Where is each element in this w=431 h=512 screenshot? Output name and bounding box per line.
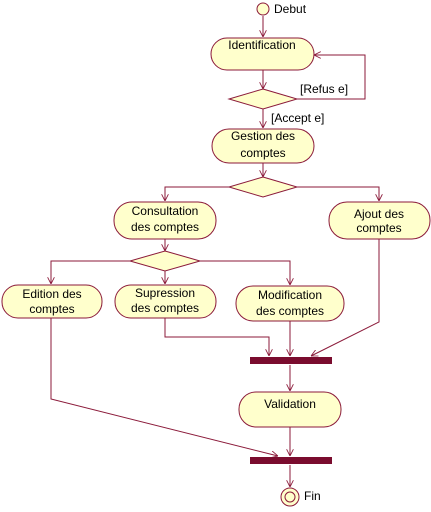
gestion-decision: [227, 176, 299, 198]
edition-label-1: Edition des: [22, 287, 81, 301]
edge-to-edition: [51, 260, 130, 284]
join-bar-1: [250, 357, 332, 364]
edge-to-modification: [200, 260, 290, 285]
join-bar-2: [250, 457, 332, 464]
modification-label-1: Modification: [258, 288, 322, 302]
ajout-activity: [328, 201, 431, 240]
suppression-label-2: des comptes: [131, 301, 199, 315]
start-label: Debut: [274, 2, 307, 16]
validation-label: Validation: [264, 397, 316, 411]
gestion-label-1: Gestion des: [231, 129, 295, 143]
edge-edition-join: [50, 318, 278, 456]
identification-label: Identification: [228, 38, 295, 52]
modification-activity: [235, 285, 345, 322]
ajout-label-1: Ajout des: [354, 207, 404, 221]
gestion-label-2: comptes: [240, 146, 285, 160]
end-label: Fin: [304, 489, 321, 503]
auth-decision: [227, 88, 299, 110]
gestion-activity: [211, 128, 315, 164]
identification-activity: [210, 37, 315, 71]
validation-activity: [238, 391, 342, 428]
edition-label-2: comptes: [29, 302, 74, 316]
suppression-label-1: Supression: [135, 286, 195, 300]
edition-activity: [1, 284, 103, 319]
edges: [51, 16, 379, 487]
suppression-activity: [114, 284, 217, 319]
edge-to-consultation: [165, 186, 229, 201]
edge-ajout-join: [311, 239, 380, 357]
consultation-label-1: Consultation: [132, 204, 199, 218]
consultation-label-2: des comptes: [131, 220, 199, 234]
edge-to-ajout: [297, 186, 379, 201]
accepte-guard: [Accept e]: [271, 111, 324, 125]
consultation-decision: [128, 250, 202, 272]
refuse-guard: [Refus e]: [300, 82, 348, 96]
edge-suppression-join: [164, 318, 269, 356]
modification-label-2: des comptes: [256, 304, 324, 318]
edge-refuse-loop: [297, 55, 366, 100]
consultation-activity: [113, 201, 217, 240]
end-node-inner: [284, 491, 296, 503]
start-node: [256, 2, 270, 16]
ajout-label-2: comptes: [356, 221, 401, 235]
